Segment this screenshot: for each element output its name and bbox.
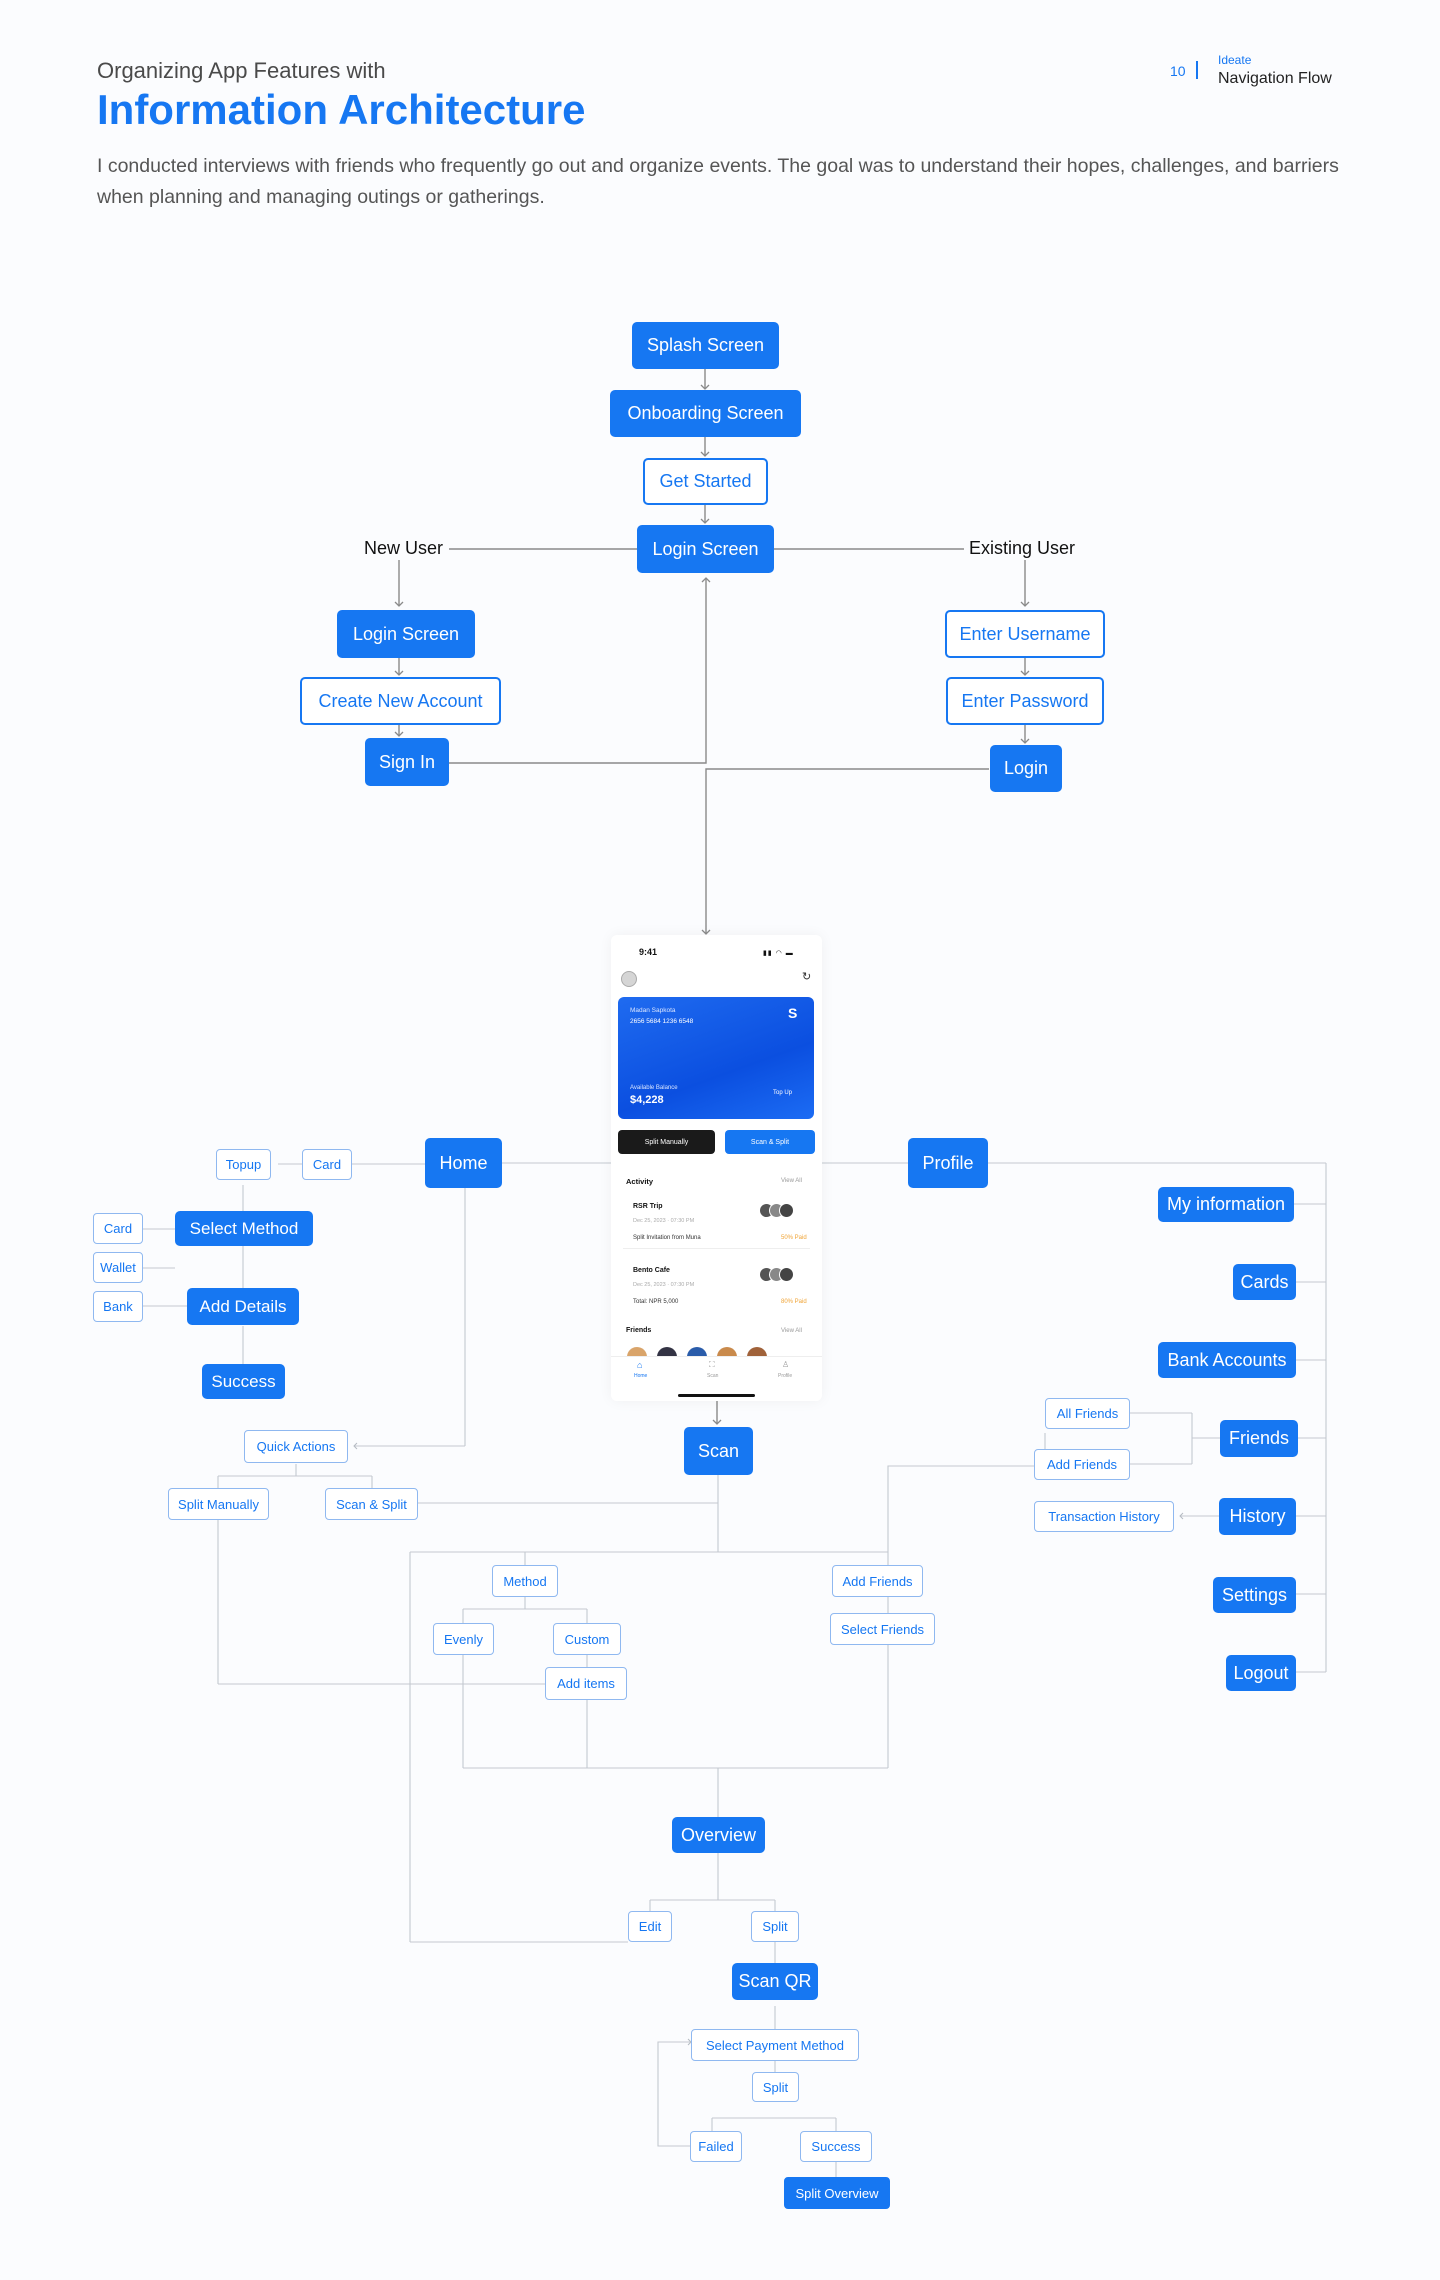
home-indicator: [678, 1394, 755, 1397]
node-add-items: Add items: [545, 1667, 627, 1700]
node-add-friends: Add Friends: [832, 1565, 923, 1597]
node-scan-split: Scan & Split: [325, 1488, 418, 1520]
node-home: Home: [425, 1138, 502, 1188]
node-sign-in: Sign In: [365, 738, 449, 786]
node-evenly: Evenly: [433, 1623, 494, 1655]
node-history: History: [1219, 1498, 1296, 1535]
node-all-friends: All Friends: [1045, 1398, 1130, 1429]
node-login: Login: [990, 745, 1062, 792]
card-name: Madan Sapkota: [630, 1007, 676, 1014]
tab-home[interactable]: Home: [634, 1373, 648, 1379]
node-card: Card: [302, 1149, 352, 1180]
scan-icon: ⛶: [709, 1360, 715, 1369]
home-icon: ⌂: [637, 1360, 643, 1370]
node-profile: Profile: [908, 1138, 988, 1188]
node-create-account: Create New Account: [300, 677, 501, 725]
node-scan: Scan: [684, 1427, 753, 1475]
node-split-overview: Split Overview: [784, 2177, 890, 2209]
top-up-link[interactable]: Top Up: [773, 1090, 793, 1096]
node-new-login-screen: Login Screen: [337, 610, 475, 658]
node-add-details: Add Details: [187, 1288, 299, 1325]
node-scan-qr: Scan QR: [732, 1963, 818, 2000]
friends-view-all[interactable]: View All: [781, 1328, 802, 1334]
tab-bar: ⌂ Home ⛶ Scan ♙ Profile: [611, 1356, 822, 1401]
activity-heading: Activity: [626, 1177, 654, 1186]
balance-label: Available Balance: [630, 1085, 678, 1091]
brand-logo-icon: S: [788, 1005, 798, 1021]
node-failed: Failed: [690, 2131, 742, 2162]
divider: [623, 1248, 810, 1249]
activity-date: Dec 25, 2023 · 07:30 PM: [633, 1218, 695, 1224]
page-title: Information Architecture: [97, 86, 586, 133]
node-quick-actions: Quick Actions: [244, 1430, 348, 1463]
node-edit: Edit: [628, 1911, 672, 1942]
activity-detail: Total: NPR 5,000: [633, 1299, 679, 1305]
node-settings: Settings: [1213, 1577, 1296, 1613]
activity-detail: Split Invitation from Muna: [633, 1235, 701, 1241]
balance-value: $4,228: [630, 1094, 664, 1106]
status-icons: ▮▮ ◠ ▬: [763, 950, 794, 957]
page-number: 10: [1170, 63, 1186, 79]
activity-title: Bento Cafe: [633, 1267, 670, 1274]
balance-card: Madan Sapkota 2656 5684 1236 6548 S Avai…: [618, 997, 814, 1119]
node-select-method: Select Method: [175, 1211, 313, 1246]
node-split-payment: Split: [752, 2072, 799, 2102]
node-split-manually: Split Manually: [168, 1488, 269, 1520]
node-onboarding-screen: Onboarding Screen: [610, 390, 801, 437]
tab-scan[interactable]: Scan: [707, 1373, 719, 1379]
home-screen-mockup: 9:41 ▮▮ ◠ ▬ ↻ Madan Sapkota 2656 5684 12…: [611, 935, 822, 1401]
friends-heading: Friends: [626, 1327, 652, 1334]
node-friends: Friends: [1220, 1420, 1298, 1457]
node-card-method: Card: [93, 1213, 143, 1244]
node-topup: Topup: [216, 1149, 271, 1180]
refresh-icon: ↻: [802, 971, 812, 983]
activity-title: RSR Trip: [633, 1203, 663, 1210]
node-enter-username: Enter Username: [945, 610, 1105, 658]
activity-date: Dec 25, 2023 · 07:30 PM: [633, 1282, 695, 1288]
header-description: I conducted interviews with friends who …: [97, 155, 1339, 208]
activity-status: 50% Paid: [781, 1235, 807, 1241]
tab-profile[interactable]: Profile: [778, 1373, 793, 1379]
node-bank: Bank: [93, 1291, 143, 1322]
node-split: Split: [751, 1911, 799, 1942]
node-success: Success: [202, 1364, 285, 1399]
node-overview: Overview: [672, 1817, 765, 1853]
node-login-screen: Login Screen: [637, 525, 774, 573]
node-logout: Logout: [1226, 1655, 1296, 1691]
avatar: [621, 971, 637, 987]
activity-status: 80% Paid: [781, 1299, 807, 1305]
node-custom: Custom: [553, 1623, 621, 1655]
activity-view-all[interactable]: View All: [781, 1178, 802, 1184]
node-method: Method: [492, 1565, 558, 1597]
label-new-user: New User: [362, 538, 446, 559]
header-subtitle: Organizing App Features with: [97, 58, 386, 83]
scan-split-button[interactable]: Scan & Split: [725, 1130, 815, 1154]
node-payment-success: Success: [800, 2131, 872, 2162]
node-wallet: Wallet: [93, 1252, 143, 1283]
profile-icon: ♙: [782, 1360, 790, 1369]
node-add-friends-profile: Add Friends: [1034, 1449, 1130, 1480]
split-manually-button[interactable]: Split Manually: [618, 1130, 715, 1154]
node-my-information: My information: [1158, 1187, 1294, 1222]
node-transaction-history: Transaction History: [1034, 1501, 1174, 1532]
node-splash-screen: Splash Screen: [632, 322, 779, 369]
page-divider: [1196, 61, 1198, 79]
section-label: Ideate: [1218, 53, 1252, 67]
node-bank-accounts: Bank Accounts: [1158, 1342, 1296, 1378]
node-enter-password: Enter Password: [946, 677, 1104, 725]
section-title: Navigation Flow: [1218, 70, 1332, 87]
avatar-group: [759, 1267, 795, 1282]
card-number: 2656 5684 1236 6548: [630, 1018, 694, 1025]
node-select-payment-method: Select Payment Method: [691, 2029, 859, 2061]
label-existing-user: Existing User: [967, 538, 1078, 559]
avatar-group: [759, 1203, 795, 1218]
status-time: 9:41: [639, 947, 658, 957]
node-select-friends: Select Friends: [830, 1613, 935, 1645]
node-get-started: Get Started: [643, 458, 768, 505]
node-cards: Cards: [1233, 1264, 1296, 1300]
